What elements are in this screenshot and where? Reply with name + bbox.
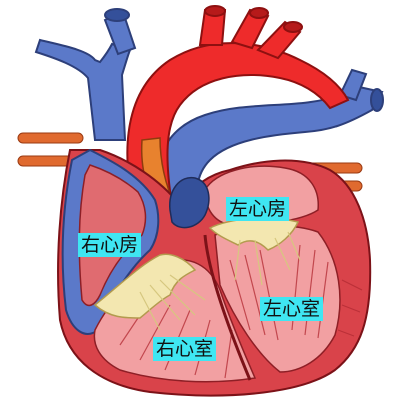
label-left-ventricle: 左心室	[260, 297, 323, 321]
label-left-atrium: 左心房	[226, 197, 289, 221]
superior-vena-cava	[36, 9, 135, 140]
label-right-atrium: 右心房	[78, 233, 141, 257]
label-right-ventricle: 右心室	[153, 337, 216, 361]
